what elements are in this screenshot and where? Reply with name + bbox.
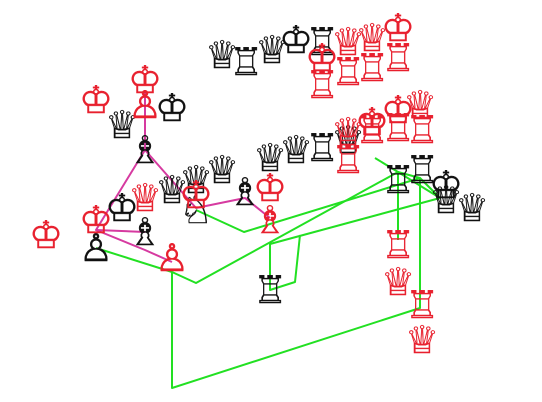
red-king-icon: ♔ [29, 213, 63, 257]
black-bishop-icon: ♗ [128, 128, 162, 172]
black-queen-icon: ♕ [179, 158, 213, 202]
red-rook-icon: ♖ [405, 283, 439, 327]
red-rook-icon: ♖ [355, 46, 389, 90]
red-queen-icon: ♕ [331, 20, 365, 64]
black-bishop-icon: ♗ [228, 170, 262, 214]
black-queen-icon: ♕ [429, 178, 463, 222]
red-pawn-icon: ♙ [155, 236, 189, 280]
red-queen-icon: ♕ [403, 83, 437, 127]
black-queen-icon: ♕ [155, 168, 189, 212]
red-queen-icon: ♕ [405, 318, 439, 362]
black-king-icon: ♔ [279, 18, 313, 62]
magenta-link-3 [95, 229, 146, 233]
red-rook-icon: ♖ [381, 106, 415, 150]
red-bishop-icon: ♗ [253, 198, 287, 242]
black-rook-icon: ♖ [305, 126, 339, 170]
black-king-icon: ♔ [429, 163, 463, 207]
red-rook-icon: ♖ [381, 36, 415, 80]
red-king-icon: ♔ [128, 58, 162, 102]
red-rook-icon: ♖ [331, 138, 365, 182]
red-king-icon: ♔ [253, 166, 287, 210]
black-queen-icon: ♕ [255, 28, 289, 72]
red-rook-icon: ♖ [405, 108, 439, 152]
black-rook-icon: ♖ [405, 148, 439, 192]
chess-pieces: ♕♖♕♔♖♔♕♕♔♖♖♖♖♔♔♕♔♙♗♕♕♔♕♙♔♗♙♘♔♗♕♔♗♔♕♕♖♕♖♕… [29, 6, 489, 362]
red-king-icon: ♔ [79, 78, 113, 122]
red-rook-icon: ♖ [305, 63, 339, 107]
connection-lines [95, 90, 441, 389]
black-queen-icon: ♕ [331, 118, 365, 162]
red-king-icon: ♔ [305, 36, 339, 80]
black-queen-icon: ♕ [205, 33, 239, 77]
red-king-icon: ♔ [355, 100, 389, 144]
black-pawn-icon: ♙ [79, 226, 113, 270]
red-queen-icon: ♕ [331, 110, 365, 154]
black-rook-icon: ♖ [381, 158, 415, 202]
red-rook-icon: ♖ [331, 50, 365, 94]
black-queen-icon: ♕ [205, 148, 239, 192]
black-queen-icon: ♕ [105, 103, 139, 147]
black-queen-icon: ♕ [279, 128, 313, 172]
black-bishop-icon: ♗ [128, 210, 162, 254]
red-pawn-icon: ♙ [128, 83, 162, 127]
green-link-1 [95, 171, 421, 389]
red-queen-icon: ♕ [381, 260, 415, 304]
black-rook-icon: ♖ [253, 268, 287, 312]
red-rook-icon: ♖ [355, 108, 389, 152]
red-king-icon: ♔ [381, 6, 415, 50]
black-king-icon: ♔ [105, 186, 139, 230]
black-queen-icon: ♕ [455, 186, 489, 230]
red-king-icon: ♔ [179, 173, 213, 217]
magenta-link-2 [144, 149, 271, 219]
black-rook-icon: ♖ [229, 40, 263, 84]
red-king-icon: ♔ [381, 88, 415, 132]
green-link-4 [397, 171, 441, 199]
black-rook-icon: ♖ [305, 20, 339, 64]
black-knight-icon: ♘ [179, 188, 213, 232]
red-queen-icon: ♕ [128, 176, 162, 220]
red-rook-icon: ♖ [381, 223, 415, 267]
black-queen-icon: ♕ [253, 136, 287, 180]
red-king-icon: ♔ [79, 198, 113, 242]
green-link-2 [195, 177, 441, 291]
red-queen-icon: ♕ [355, 16, 389, 60]
black-king-icon: ♔ [155, 86, 189, 130]
